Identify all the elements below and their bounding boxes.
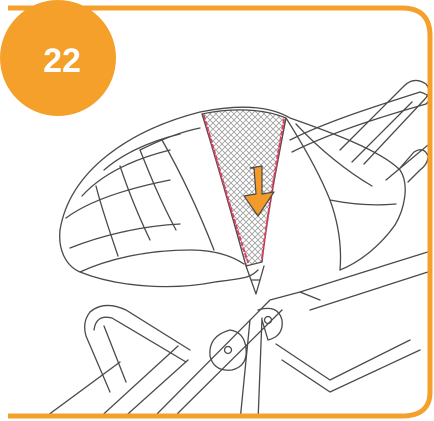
step-number: 22: [43, 42, 81, 80]
step-badge: 22: [0, 0, 116, 116]
mesh-panel: [202, 110, 286, 266]
stroller-line-art: [40, 80, 434, 421]
handlebar-frame: [290, 80, 434, 182]
front-frame: [96, 250, 434, 421]
zipper-pull: [246, 266, 264, 294]
